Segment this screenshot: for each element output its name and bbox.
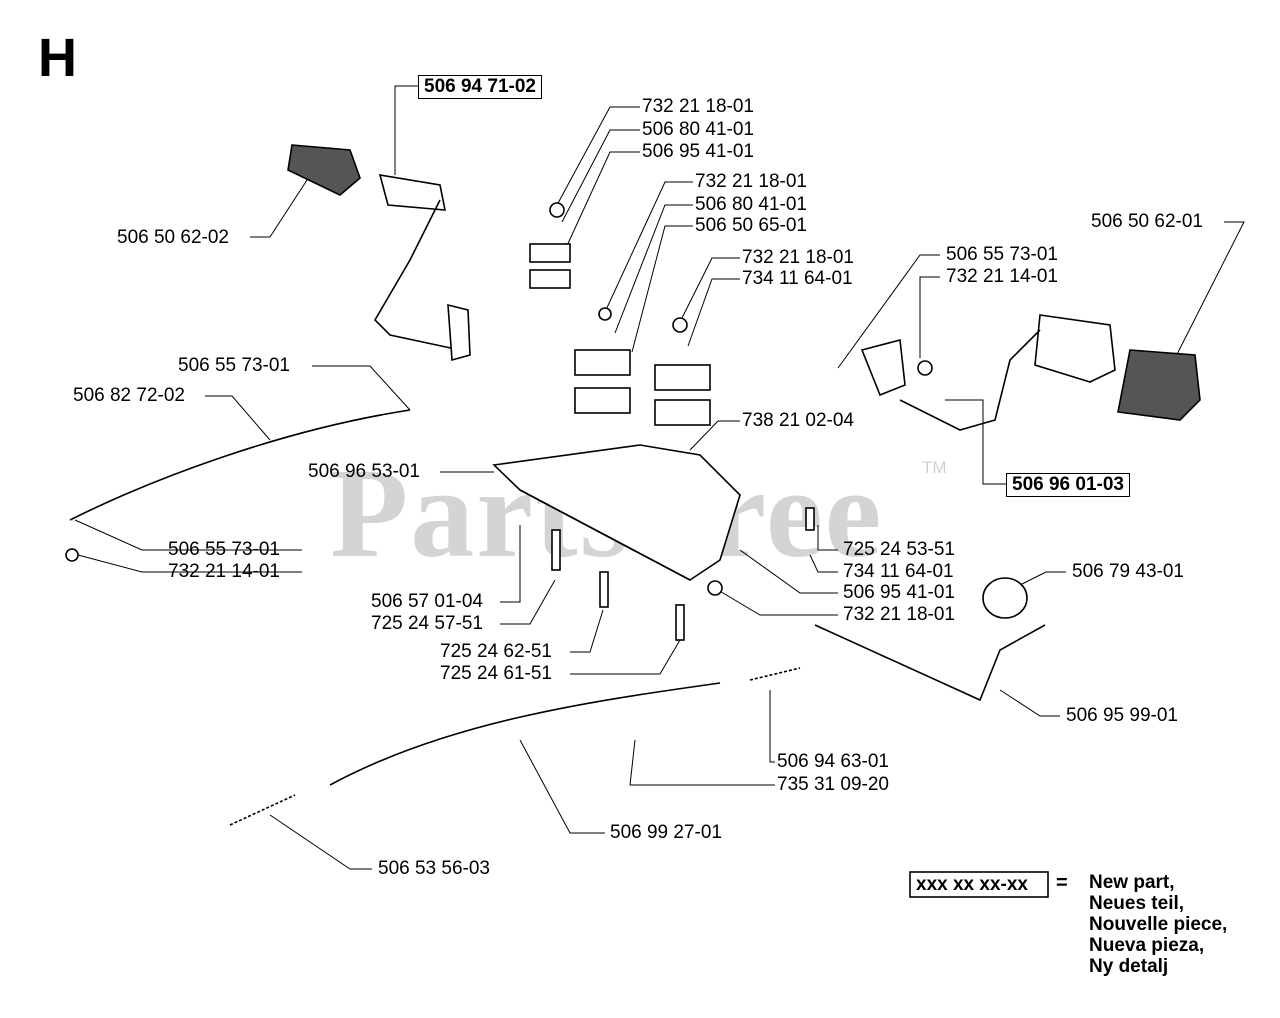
part-label: 506 95 41-01 (642, 141, 754, 162)
part-label: 725 24 61-51 (440, 663, 552, 684)
watermark-tm: TM (922, 458, 947, 477)
part-label: 732 21 18-01 (742, 247, 854, 268)
legend-line: Neues teil, (1089, 893, 1185, 914)
part-label: 506 96 53-01 (308, 461, 420, 482)
legend-line: Nueva pieza, (1089, 935, 1205, 956)
part-label-506947102: 506 94 71-02 (418, 75, 542, 99)
legend-line: Nouvelle piece, (1089, 914, 1228, 935)
section-letter: H (38, 28, 77, 88)
part-label: 506 95 99-01 (1066, 705, 1178, 726)
part-label: 735 31 09-20 (777, 774, 889, 795)
part-label: 732 21 18-01 (695, 171, 807, 192)
part-label: 725 24 53-51 (843, 539, 955, 560)
legend-equals: = (1056, 872, 1068, 894)
part-label: 506 50 65-01 (695, 215, 807, 236)
part-label: 506 95 41-01 (843, 582, 955, 603)
part-label-506960103: 506 96 01-03 (1006, 473, 1130, 497)
leader-732211801-a (556, 106, 640, 206)
part-label: 506 50 62-01 (1091, 211, 1203, 232)
leader-506506202 (250, 159, 321, 238)
part-label: 738 21 02-04 (742, 410, 854, 431)
part-label: 734 11 64-01 (742, 268, 853, 289)
part-label: 732 21 18-01 (843, 604, 955, 625)
part-label: 506 55 73-01 (946, 244, 1058, 265)
part-label: 506 94 63-01 (777, 751, 889, 772)
part-label: 506 57 01-04 (371, 591, 483, 612)
leader-506947102 (394, 85, 418, 175)
part-label: 506 80 41-01 (642, 119, 754, 140)
legend-line: Ny detalj (1089, 956, 1169, 977)
part-label: 725 24 62-51 (440, 641, 552, 662)
part-label: 506 79 43-01 (1072, 561, 1184, 582)
part-label: 725 24 57-51 (371, 613, 483, 634)
legend-code: xxx xx xx-xx (916, 874, 1028, 895)
part-label: 732 21 18-01 (642, 96, 754, 117)
legend-text: New part, Neues teil, Nouvelle piece, Nu… (1089, 872, 1227, 977)
part-label: 506 55 73-01 (168, 539, 280, 560)
part-label: 506 82 72-02 (73, 385, 185, 406)
part-label: 732 21 14-01 (168, 561, 280, 582)
part-label: 506 53 56-03 (378, 858, 490, 879)
part-label: 506 55 73-01 (178, 355, 290, 376)
part-label: 506 99 27-01 (610, 822, 722, 843)
part-label: 506 80 41-01 (695, 194, 807, 215)
part-label: 506 50 62-02 (117, 227, 229, 248)
part-label: 732 21 14-01 (946, 266, 1058, 287)
part-label: 734 11 64-01 (843, 561, 954, 582)
legend-line: New part, (1089, 872, 1175, 893)
